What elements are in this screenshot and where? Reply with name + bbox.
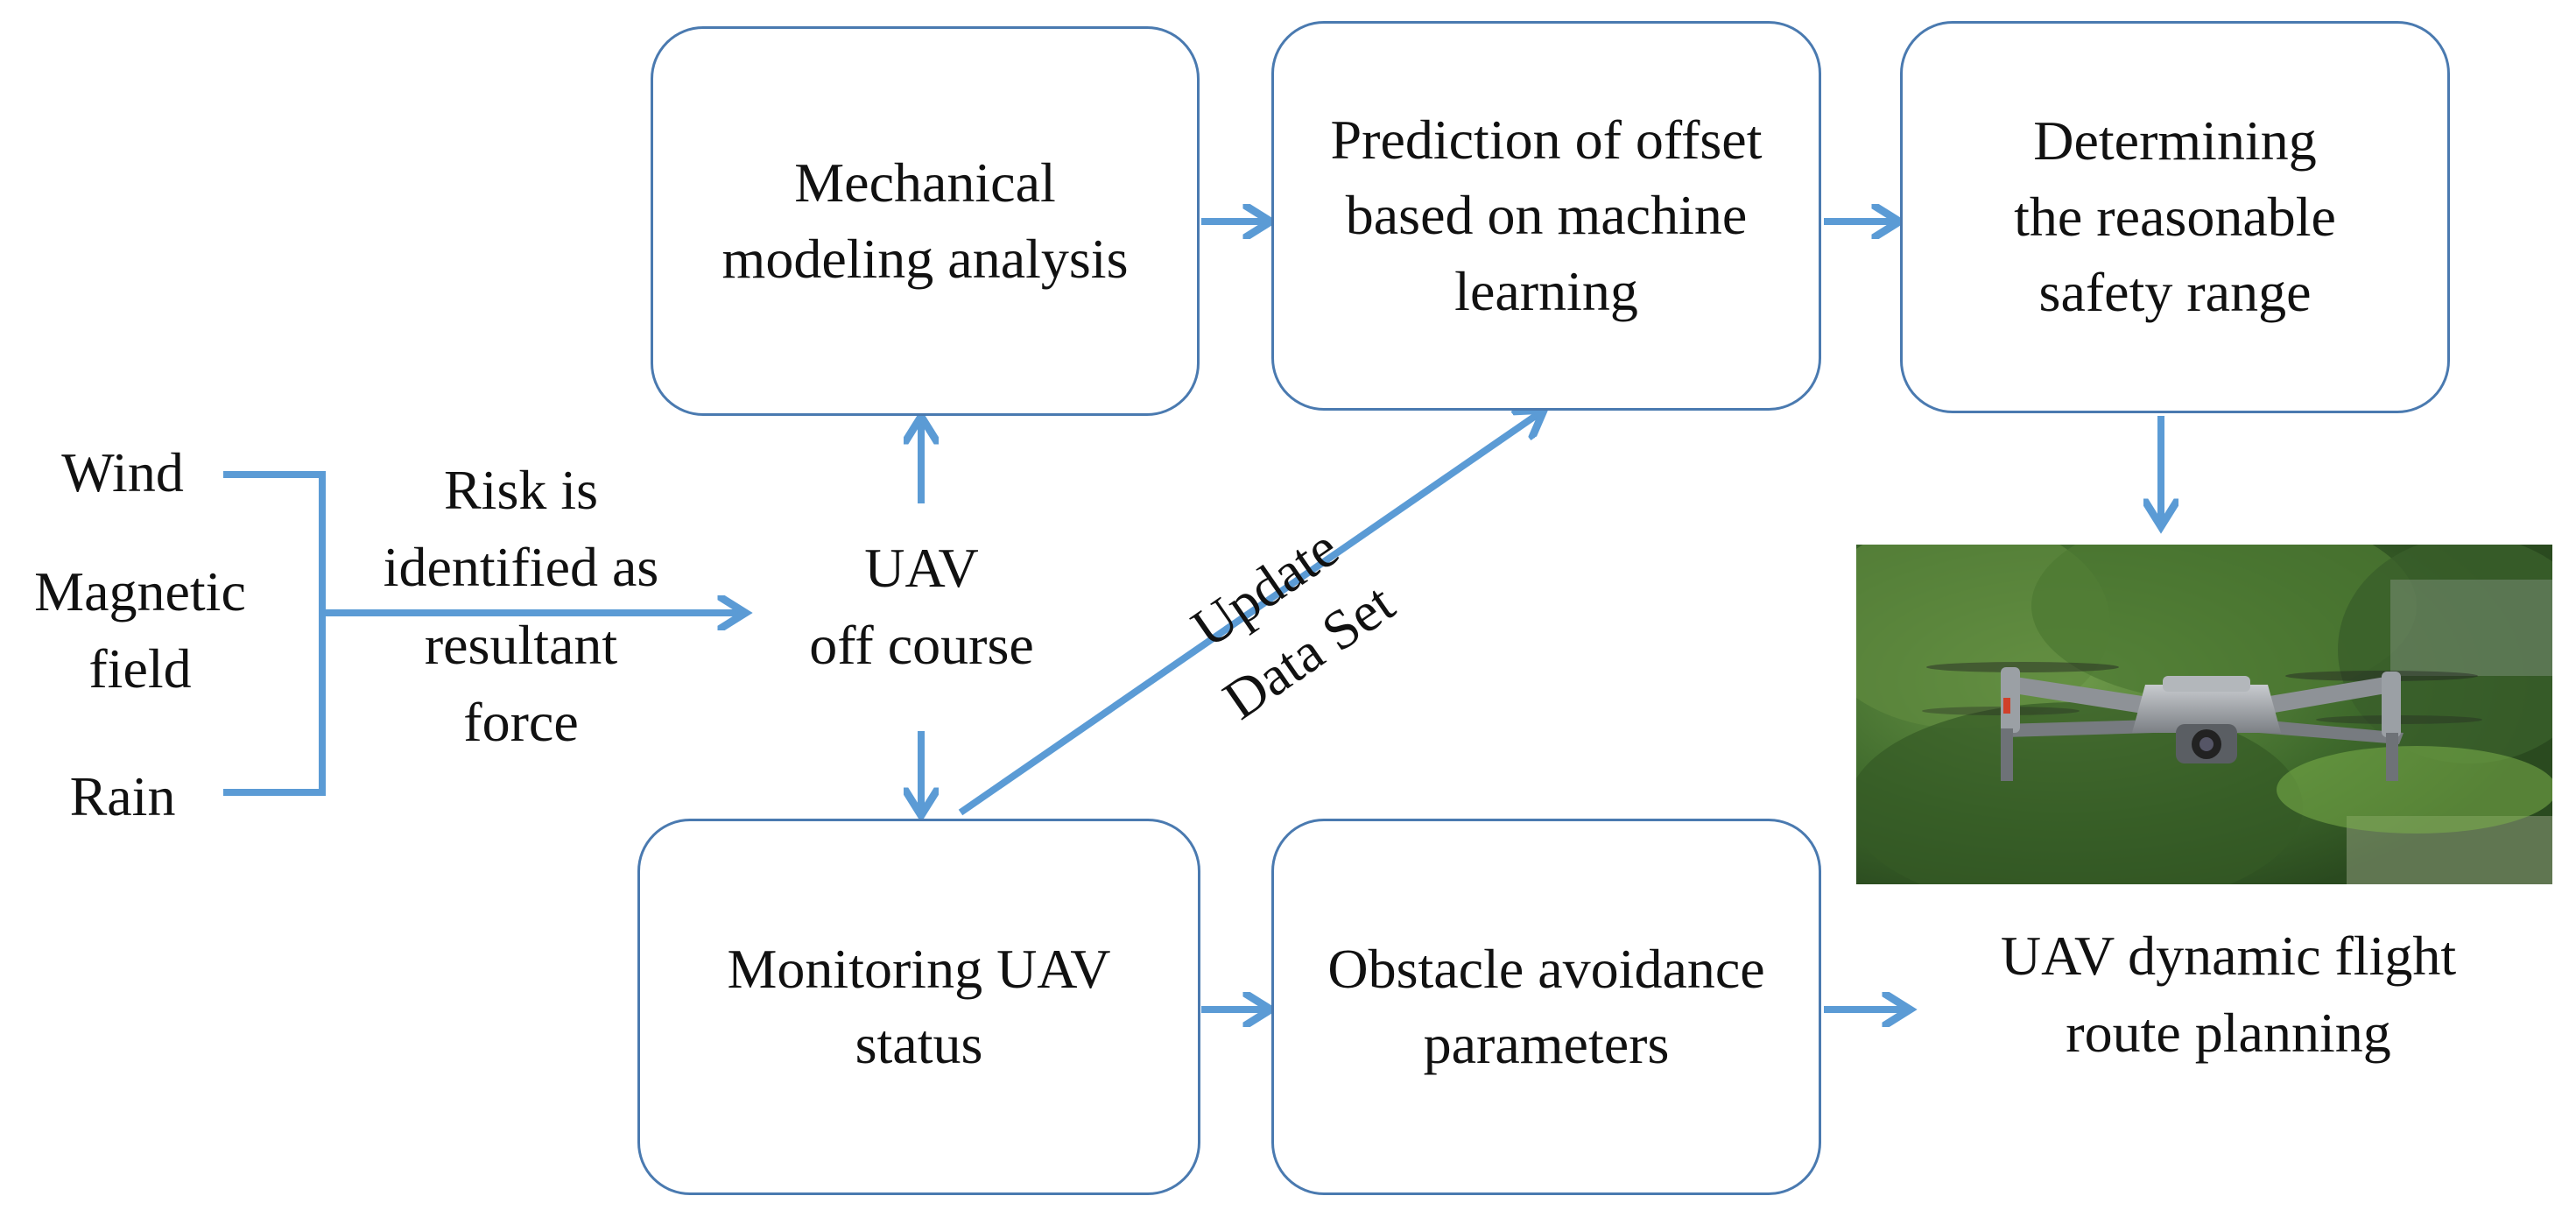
box-mechanical-modeling: Mechanical modeling analysis: [651, 26, 1200, 416]
drone-photo: [1856, 545, 2552, 884]
input-wind: Wind: [61, 441, 184, 503]
box-obstacle-avoidance: Obstacle avoidance parameters: [1271, 819, 1821, 1195]
arrow-update-data-set: [958, 413, 1539, 816]
box-offset-prediction: Prediction of offset based on machine le…: [1271, 21, 1821, 411]
box-monitoring-status: Monitoring UAV status: [637, 819, 1200, 1195]
input-bracket: [223, 471, 326, 796]
uav-off-course-label: UAV off course: [809, 537, 1034, 677]
risk-label: Risk is identified as resultant force: [383, 459, 659, 753]
output-route-planning-label: UAV dynamic flight route planning: [2000, 925, 2457, 1065]
box-safety-range: Determining the reasonable safety range: [1900, 21, 2450, 413]
input-rain: Rain: [69, 765, 176, 827]
input-magnetic-field: Magnetic field: [34, 560, 246, 700]
